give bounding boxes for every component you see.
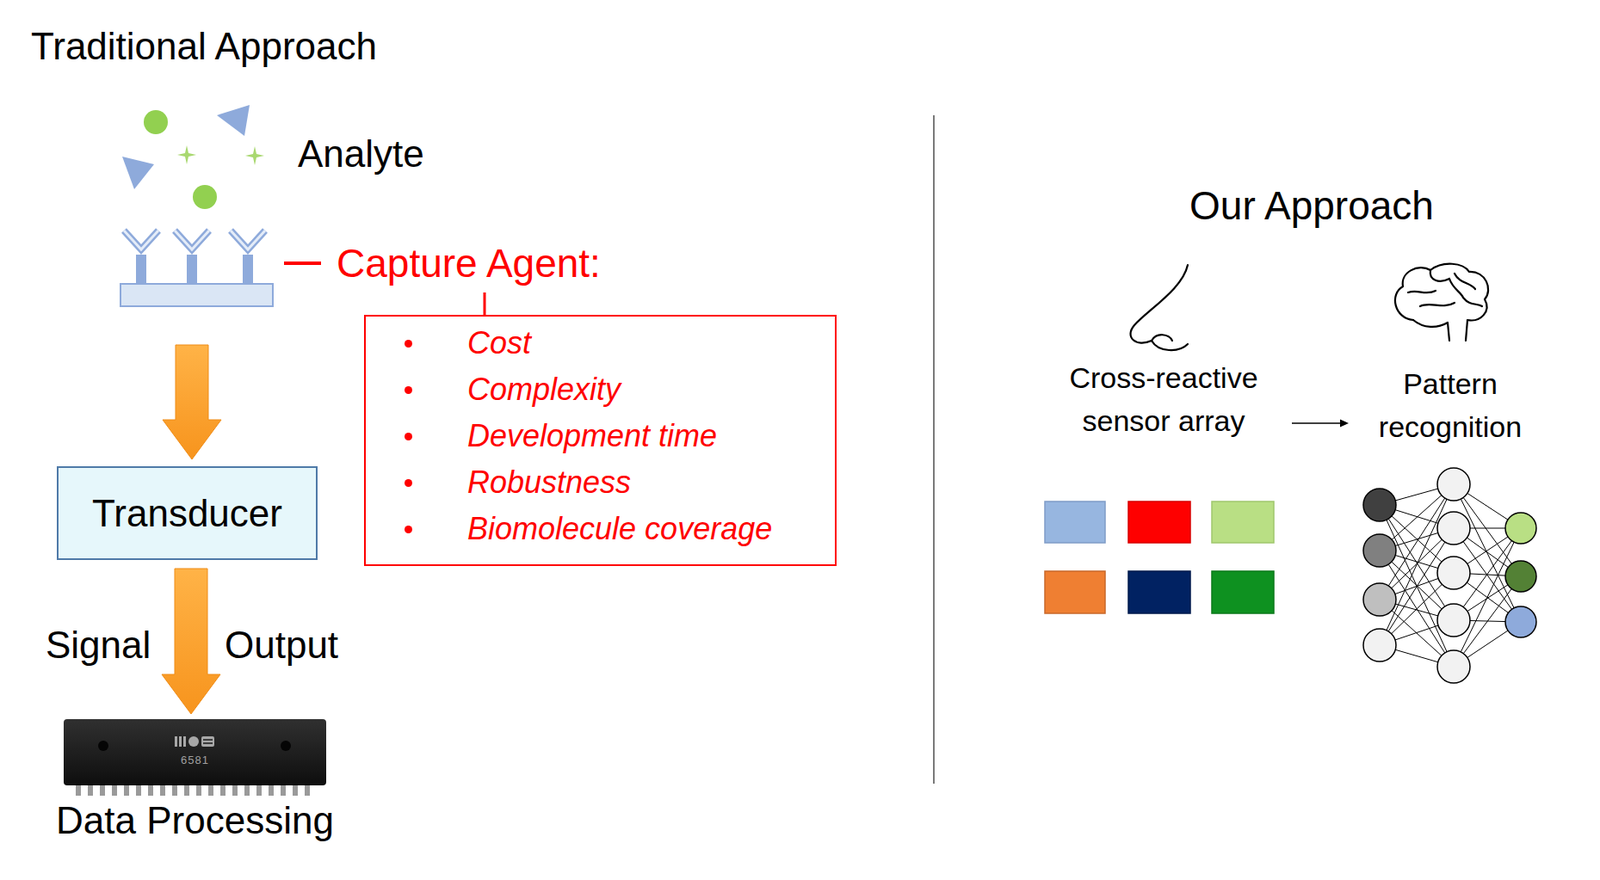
chip-logo — [201, 736, 215, 748]
bullet-dot — [404, 386, 413, 395]
chip-logo — [174, 736, 178, 748]
output-neuron — [1505, 606, 1537, 638]
hidden-neuron — [1437, 468, 1471, 501]
antibody-stem — [242, 254, 254, 285]
analyte-triangle — [216, 105, 250, 136]
capture-agent — [120, 230, 273, 307]
divider-line — [932, 115, 934, 785]
analyte-triangle — [122, 156, 155, 190]
limitation-text: Biomolecule coverage — [467, 509, 773, 550]
analyte-circle — [143, 110, 168, 135]
sensor-square — [1044, 571, 1106, 614]
nose-icon — [1130, 265, 1188, 351]
input-neuron — [1363, 629, 1397, 662]
text-label: Our Approach — [1053, 182, 1570, 230]
network-links — [1379, 484, 1521, 668]
neural-network — [1363, 468, 1537, 684]
sensor-square — [1211, 571, 1274, 614]
chip-logo — [203, 739, 213, 742]
bullet-row: Biomolecule coverage — [365, 509, 827, 550]
antibody-arms — [123, 230, 266, 250]
hidden-neuron — [1437, 556, 1471, 590]
chip-body — [63, 719, 327, 786]
bullet-dot — [404, 525, 413, 534]
flow-arrow — [161, 568, 221, 715]
text-label: Capture Agent: — [336, 240, 601, 288]
bullet-row: Development time — [365, 416, 827, 457]
brain-outline — [1395, 264, 1489, 322]
chip-marking: 6581 — [180, 753, 210, 767]
hidden-neuron — [1437, 650, 1471, 684]
input-neuron — [1363, 583, 1397, 617]
process-box: Transducer — [56, 466, 318, 561]
output-neuron — [1505, 512, 1537, 544]
antibody-stem — [135, 254, 147, 285]
bullet-dot — [404, 432, 413, 441]
chip-logo — [179, 736, 182, 748]
bullet-dot — [404, 339, 413, 348]
sensor-square — [1044, 501, 1106, 544]
capture-plate — [120, 284, 273, 307]
brain-icon — [1395, 264, 1489, 341]
analyte-star — [177, 145, 197, 165]
box-label: Transducer — [92, 491, 283, 537]
hidden-neuron — [1437, 512, 1471, 545]
sensor-square — [1128, 501, 1191, 544]
analyte-molecules — [122, 105, 265, 210]
limitation-text: Robustness — [467, 463, 631, 503]
limitation-box: CostComplexityDevelopment timeRobustness… — [364, 315, 837, 567]
bullet-dot — [404, 479, 413, 488]
chip-caption: Data Processing — [55, 798, 334, 844]
sensor-square — [1128, 571, 1191, 614]
chip-pins — [75, 784, 310, 797]
hidden-neuron — [1437, 604, 1471, 637]
flow-arrow-head — [1340, 420, 1349, 428]
flow-arrow-line — [1291, 422, 1343, 425]
chip-logo — [188, 736, 199, 748]
antibody-stem — [186, 254, 198, 285]
limitation-text: Cost — [467, 323, 532, 364]
sensor-square — [1211, 501, 1274, 544]
antibody-arms-inner — [123, 230, 266, 250]
chip-illustration — [63, 719, 327, 797]
bullet-row: Complexity — [365, 370, 827, 410]
sensor-array — [1044, 501, 1274, 614]
limitation-text: Complexity — [467, 370, 621, 410]
text-label: Traditional Approach — [30, 23, 377, 69]
text-label: Signal — [45, 622, 151, 668]
chip-dot — [98, 741, 109, 752]
callout-bracket — [483, 292, 487, 316]
chip-dot — [280, 741, 291, 752]
flow-arrow — [162, 345, 222, 460]
text-label: Analyte — [297, 130, 425, 177]
input-neuron — [1363, 488, 1397, 522]
chip-logo — [203, 742, 213, 745]
input-neuron — [1363, 534, 1397, 568]
callout-dash — [284, 261, 322, 266]
text-label: Cross-reactive sensor array — [1047, 356, 1280, 443]
chip-node: 6581Data Processing — [63, 719, 327, 786]
output-neuron — [1505, 561, 1537, 593]
bullet-row: Cost — [365, 323, 827, 364]
brain-stem — [1413, 320, 1468, 341]
analyte-star — [245, 146, 265, 166]
limitation-text: Development time — [467, 416, 717, 457]
text-label: Pattern recognition — [1351, 362, 1550, 449]
chip-logo — [183, 736, 186, 748]
brain-folds — [1408, 270, 1483, 307]
text-label: Output — [224, 622, 339, 668]
analyte-circle — [192, 185, 217, 210]
bullet-row: Robustness — [365, 463, 827, 503]
